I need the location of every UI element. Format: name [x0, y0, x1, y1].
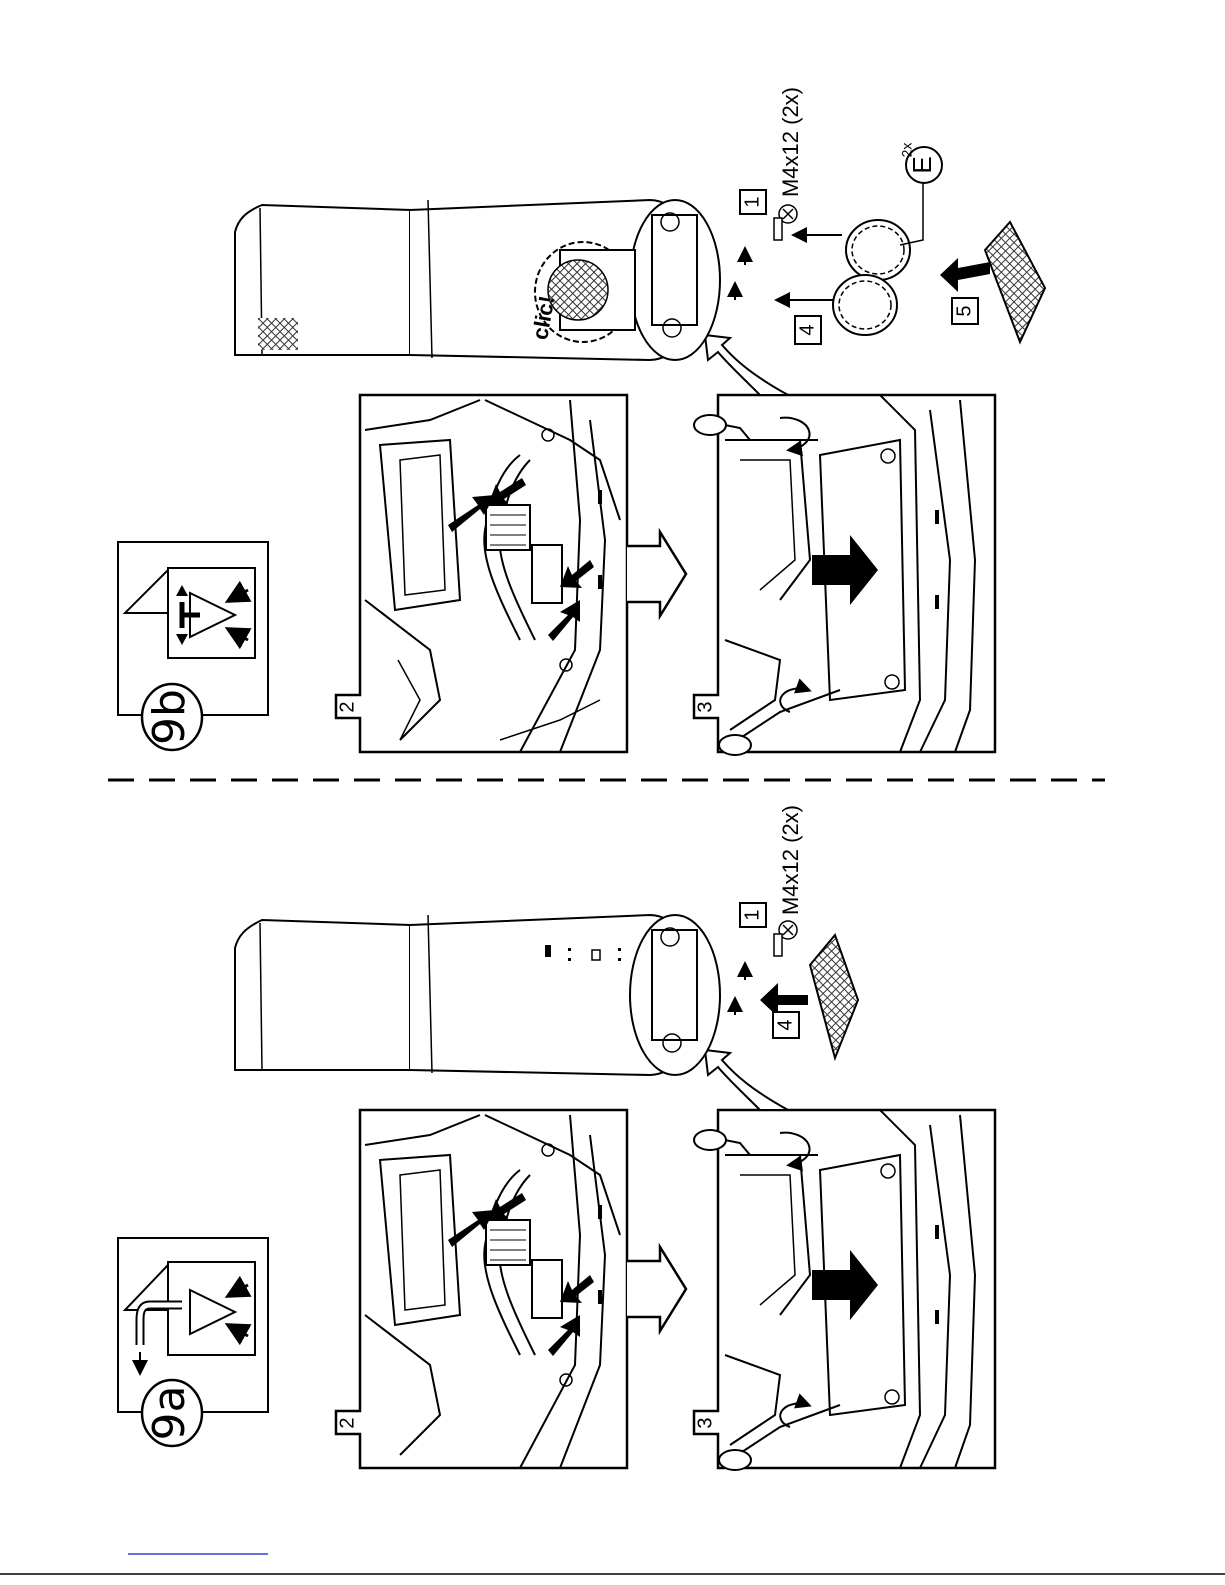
screw-icon [774, 205, 797, 240]
screw-icon-9a [774, 921, 797, 956]
screw-insert-arrows-9b [735, 250, 745, 300]
step-2-number-9b: 2 [336, 701, 358, 712]
step-2-label-9a: 2 [336, 1417, 358, 1428]
section-badge-9a: 9a [142, 1380, 202, 1446]
section-badge-9b: 9b [142, 684, 202, 750]
section-badge-9a-label: 9a [144, 1386, 195, 1441]
step-4-label-9a: 4 [773, 1012, 799, 1038]
part-e-callout: E 2x [899, 143, 942, 245]
step-4-label-9b: 4 [795, 316, 821, 344]
step-1-number-9a: 1 [741, 909, 763, 920]
step-2-connector-panel-9a [336, 1110, 627, 1468]
step-1-label-9b: 1 [740, 190, 766, 214]
step-5-label-9b: 5 [952, 298, 978, 324]
step-4-number-9a: 4 [774, 1019, 796, 1030]
cooker-hood-9b: clic! [235, 200, 720, 360]
part-e-letter: E [907, 156, 937, 173]
flow-arrow-to-hood-9a [705, 1050, 788, 1110]
step-3-number-9a: 3 [694, 1417, 716, 1428]
step-3-panel-9a [694, 1110, 995, 1470]
step-2-label-9b: 2 [336, 701, 358, 712]
step-2-connector-panel [336, 395, 627, 752]
step-3-number-9b: 3 [694, 701, 716, 712]
step-3-panel-9b [694, 395, 995, 755]
step-transition-arrow-9a [627, 1247, 686, 1331]
step-2-number-9a: 2 [336, 1417, 358, 1428]
step-transition-arrow [627, 532, 686, 616]
screw-spec-9b: M4x12 (2x) [778, 87, 803, 197]
step-5-number-9b: 5 [953, 305, 975, 316]
cooker-hood-9a [235, 915, 720, 1075]
filter-ring-1 [795, 220, 910, 280]
step-4-number-9b: 4 [796, 324, 818, 335]
step-1-number-9b: 1 [741, 196, 763, 207]
screw-insert-arrows-9a [735, 965, 745, 1015]
part-e-quantity: 2x [899, 143, 915, 158]
flow-arrow-to-hood [705, 335, 788, 395]
section-badge-9b-label: 9b [144, 689, 195, 745]
step-3-label-9b: 3 [694, 701, 716, 712]
step-3-label-9a: 3 [694, 1417, 716, 1428]
step-1-label-9a: 1 [740, 903, 766, 927]
screw-spec-9a: M4x12 (2x) [778, 805, 803, 915]
